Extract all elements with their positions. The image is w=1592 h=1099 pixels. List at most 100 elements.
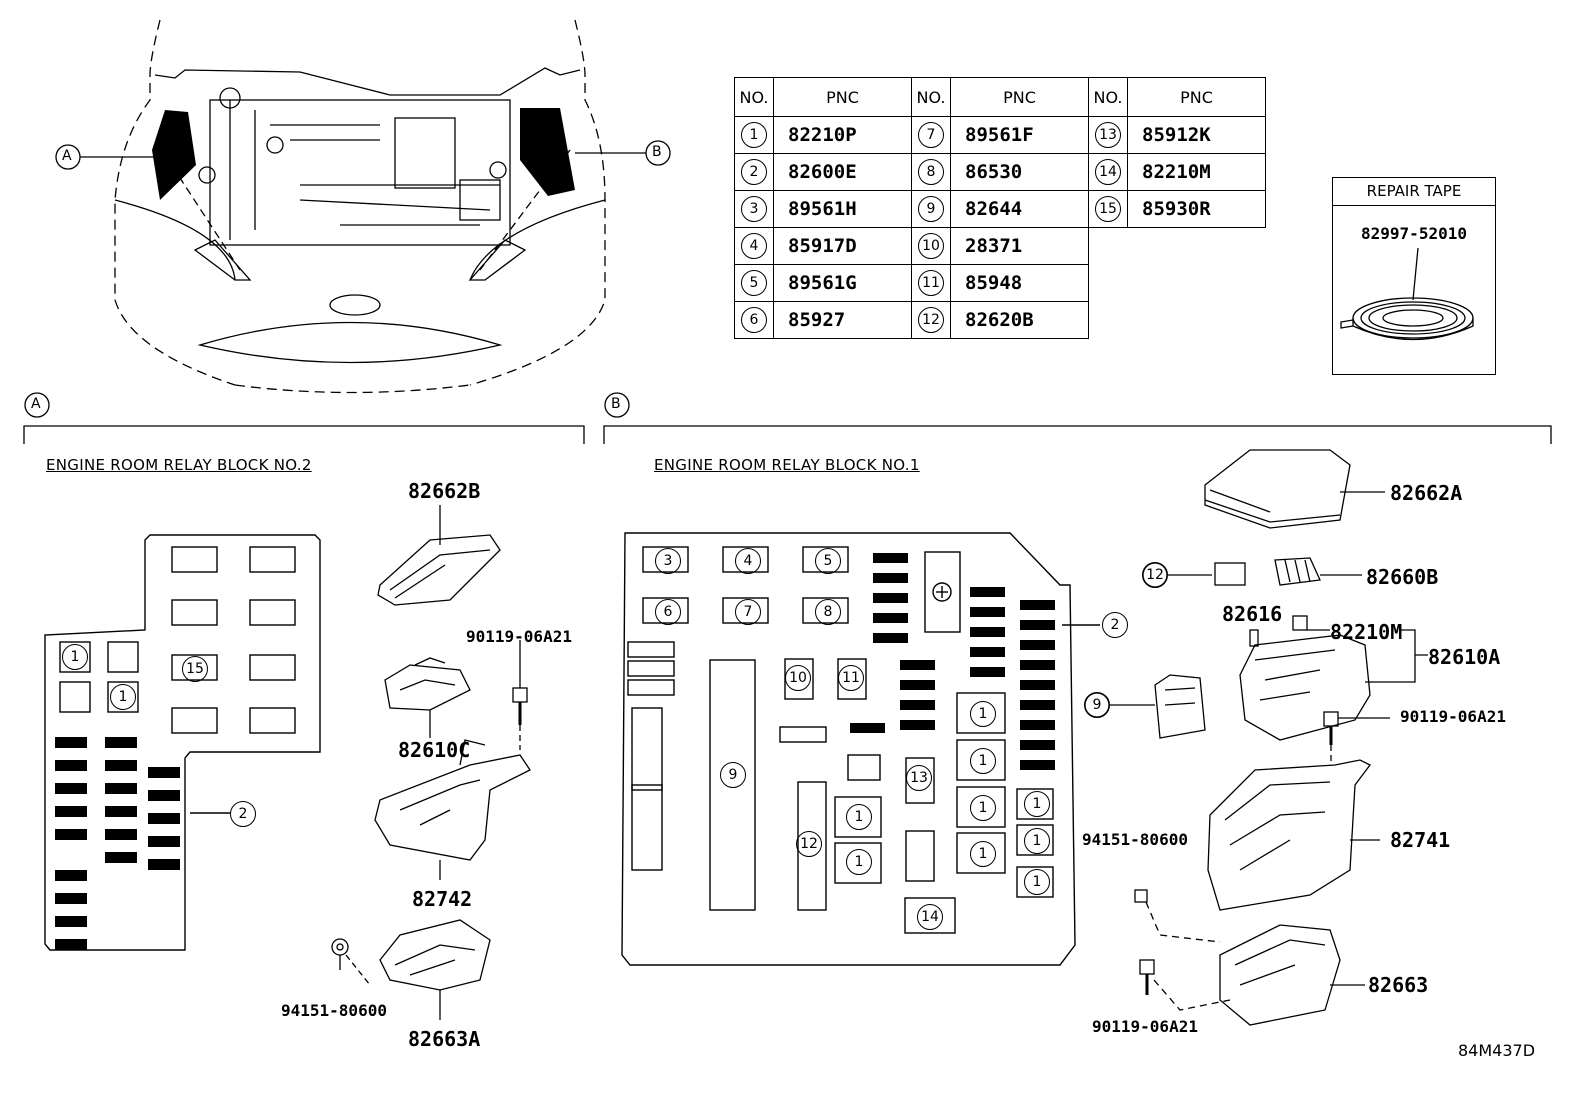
pnc-value: 85917D bbox=[773, 227, 912, 265]
pnc-value: 89561F bbox=[950, 116, 1089, 154]
pnc-value: 28371 bbox=[950, 227, 1089, 265]
item-number: 11 bbox=[918, 270, 944, 296]
item-number: 2 bbox=[741, 159, 767, 185]
marker-14: 14 bbox=[917, 904, 943, 930]
item-number: 15 bbox=[1095, 196, 1121, 222]
pnc-value: 85948 bbox=[950, 264, 1089, 302]
marker-8: 8 bbox=[815, 599, 841, 625]
callout-a-top: A bbox=[62, 148, 72, 164]
parts-b-drawings bbox=[1084, 449, 1428, 1026]
callout-b-top: B bbox=[652, 144, 662, 160]
marker-1: 1 bbox=[1024, 869, 1050, 895]
item-number: 7 bbox=[918, 122, 944, 148]
table-row: 1 82210P 7 89561F 13 85912K bbox=[734, 116, 1266, 154]
marker-1: 1 bbox=[846, 849, 872, 875]
marker-4: 4 bbox=[735, 548, 761, 574]
pnc-value: 82210P bbox=[773, 116, 912, 154]
section-dividers bbox=[23, 392, 1552, 444]
part-82663: 82663 bbox=[1368, 973, 1429, 997]
pnc-table: NO. PNC NO. PNC NO. PNC 1 82210P 7 89561… bbox=[734, 77, 1266, 339]
part-82616: 82616 bbox=[1222, 602, 1283, 626]
repair-tape-pnc: 82997-52010 bbox=[1361, 224, 1467, 243]
part-82663a: 82663A bbox=[408, 1027, 481, 1051]
item-number: 12 bbox=[918, 307, 944, 333]
marker-7: 7 bbox=[735, 599, 761, 625]
item-number: 3 bbox=[741, 196, 767, 222]
table-row: 6 85927 12 82620B bbox=[734, 301, 1266, 339]
marker-1: 1 bbox=[970, 841, 996, 867]
marker-3: 3 bbox=[655, 548, 681, 574]
marker-10: 10 bbox=[785, 665, 811, 691]
item-number: 14 bbox=[1095, 159, 1121, 185]
relay-block-no1 bbox=[621, 532, 1100, 966]
section-a-label: ENGINE ROOM RELAY BLOCK NO.2 bbox=[46, 456, 312, 474]
table-row: 2 82600E 8 86530 14 82210M bbox=[734, 153, 1266, 191]
part-90119-a: 90119-06A21 bbox=[466, 627, 572, 646]
marker-13: 13 bbox=[906, 765, 932, 791]
marker-1: 1 bbox=[110, 684, 136, 710]
part-94151-a: 94151-80600 bbox=[281, 1001, 387, 1020]
pnc-value: 89561G bbox=[773, 264, 912, 302]
pnc-value: 89561H bbox=[773, 190, 912, 228]
section-b-marker: B bbox=[611, 396, 621, 412]
pnc-value: 82600E bbox=[773, 153, 912, 191]
marker-1: 1 bbox=[1024, 791, 1050, 817]
part-82662b: 82662B bbox=[408, 479, 481, 503]
marker-12: 12 bbox=[1142, 562, 1168, 588]
header-pnc: PNC bbox=[950, 77, 1089, 117]
marker-11: 11 bbox=[838, 665, 864, 691]
item-number: 8 bbox=[918, 159, 944, 185]
part-94151-b: 94151-80600 bbox=[1082, 830, 1188, 849]
marker-6: 6 bbox=[655, 599, 681, 625]
item-number: 9 bbox=[918, 196, 944, 222]
repair-tape-box: REPAIR TAPE 82997-52010 bbox=[1332, 177, 1496, 375]
item-number: 6 bbox=[741, 307, 767, 333]
part-90119-c: 90119-06A21 bbox=[1092, 1017, 1198, 1036]
marker-12: 12 bbox=[796, 831, 822, 857]
marker-5: 5 bbox=[815, 548, 841, 574]
marker-1: 1 bbox=[970, 748, 996, 774]
parts-a-drawings bbox=[331, 505, 531, 1020]
header-pnc: PNC bbox=[1127, 77, 1266, 117]
marker-1: 1 bbox=[970, 795, 996, 821]
table-row: 3 89561H 9 82644 15 85930R bbox=[734, 190, 1266, 228]
marker-1: 1 bbox=[62, 644, 88, 670]
marker-2: 2 bbox=[230, 801, 256, 827]
marker-1: 1 bbox=[970, 701, 996, 727]
item-number: 10 bbox=[918, 233, 944, 259]
header-pnc: PNC bbox=[773, 77, 912, 117]
item-number: 13 bbox=[1095, 122, 1121, 148]
part-82610c: 82610C bbox=[398, 738, 471, 762]
header-no: NO. bbox=[734, 77, 774, 117]
pnc-value: 85927 bbox=[773, 301, 912, 339]
part-82662a: 82662A bbox=[1390, 481, 1463, 505]
part-82210m: 82210M bbox=[1330, 620, 1403, 644]
repair-tape-title: REPAIR TAPE bbox=[1333, 178, 1495, 206]
marker-9: 9 bbox=[720, 762, 746, 788]
table-row: 4 85917D 10 28371 bbox=[734, 227, 1266, 265]
pnc-value: 85912K bbox=[1127, 116, 1266, 154]
pnc-value: 82644 bbox=[950, 190, 1089, 228]
marker-1: 1 bbox=[1024, 828, 1050, 854]
header-no: NO. bbox=[911, 77, 951, 117]
section-a-marker: A bbox=[31, 396, 41, 412]
part-82610a: 82610A bbox=[1428, 645, 1501, 669]
part-82741: 82741 bbox=[1390, 828, 1451, 852]
pnc-value: 85930R bbox=[1127, 190, 1266, 228]
marker-9: 9 bbox=[1084, 692, 1110, 718]
relay-block-no2 bbox=[44, 534, 321, 951]
item-number: 1 bbox=[741, 122, 767, 148]
pnc-value: 86530 bbox=[950, 153, 1089, 191]
table-row: 5 89561G 11 85948 bbox=[734, 264, 1266, 302]
part-90119-b: 90119-06A21 bbox=[1400, 707, 1506, 726]
pnc-value: 82210M bbox=[1127, 153, 1266, 191]
section-b-label: ENGINE ROOM RELAY BLOCK NO.1 bbox=[654, 456, 920, 474]
item-number: 5 bbox=[741, 270, 767, 296]
marker-2: 2 bbox=[1102, 612, 1128, 638]
diagram-code: 84M437D bbox=[1458, 1041, 1536, 1060]
marker-1: 1 bbox=[846, 804, 872, 830]
marker-15: 15 bbox=[182, 656, 208, 682]
item-number: 4 bbox=[741, 233, 767, 259]
pnc-value: 82620B bbox=[950, 301, 1089, 339]
tape-roll-icon bbox=[1340, 247, 1474, 341]
